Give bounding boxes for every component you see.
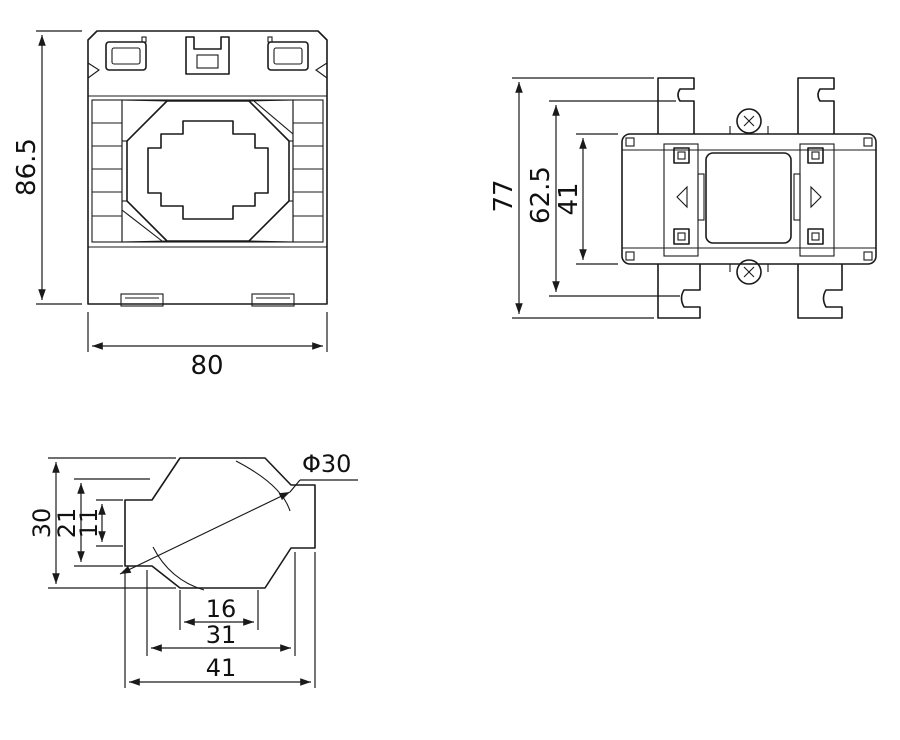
front-center-frame — [121, 99, 294, 243]
front-center-terminal — [185, 36, 230, 75]
front-octagon — [126, 100, 290, 242]
side-left-terminal-block — [663, 143, 699, 257]
screw-top-icon — [729, 108, 769, 135]
window-detail: Φ30 30 21 11 16 31 41 — [28, 450, 358, 688]
front-left-fins — [91, 99, 123, 243]
side-view: 77 62.5 41 — [489, 77, 877, 319]
diameter-arc-bottom — [152, 546, 205, 591]
side-bracket-bottom-left — [657, 264, 701, 319]
right-arrow-icon — [810, 185, 822, 209]
width-31-label: 31 — [206, 621, 237, 649]
width-16-label: 16 — [206, 595, 237, 623]
height-30-label: 30 — [28, 508, 56, 539]
front-right-clip — [251, 293, 295, 307]
side-bracket-top-left — [657, 77, 695, 134]
front-left-clip — [120, 293, 164, 307]
left-arrow-icon — [676, 185, 688, 209]
side-dim-62-5-label: 62.5 — [526, 166, 556, 224]
front-left-ear — [87, 62, 100, 79]
window-detail-outline — [124, 457, 316, 589]
side-dim-77-label: 77 — [489, 179, 519, 212]
side-center-window — [705, 152, 792, 244]
width-41-label: 41 — [206, 654, 237, 682]
diameter-label: Φ30 — [302, 450, 351, 478]
front-left-terminal — [105, 36, 147, 71]
front-height-label: 86.5 — [12, 138, 42, 196]
height-11-label: 11 — [75, 508, 103, 539]
front-right-ear — [315, 62, 328, 79]
front-view: 86.5 80 — [12, 30, 328, 381]
front-window — [147, 120, 269, 220]
front-body-outline — [87, 30, 328, 305]
diameter-line — [119, 491, 291, 575]
front-right-terminal — [267, 36, 309, 71]
side-bracket-top-right — [797, 77, 835, 134]
side-dim-41-label: 41 — [554, 182, 584, 215]
diameter-arc-top — [235, 460, 291, 512]
front-right-fins — [292, 99, 324, 243]
screw-bottom-icon — [729, 259, 769, 285]
side-right-terminal-block — [799, 143, 835, 257]
side-bracket-bottom-right — [797, 264, 843, 319]
front-width-label: 80 — [190, 351, 223, 381]
height-21-label: 21 — [53, 508, 81, 539]
